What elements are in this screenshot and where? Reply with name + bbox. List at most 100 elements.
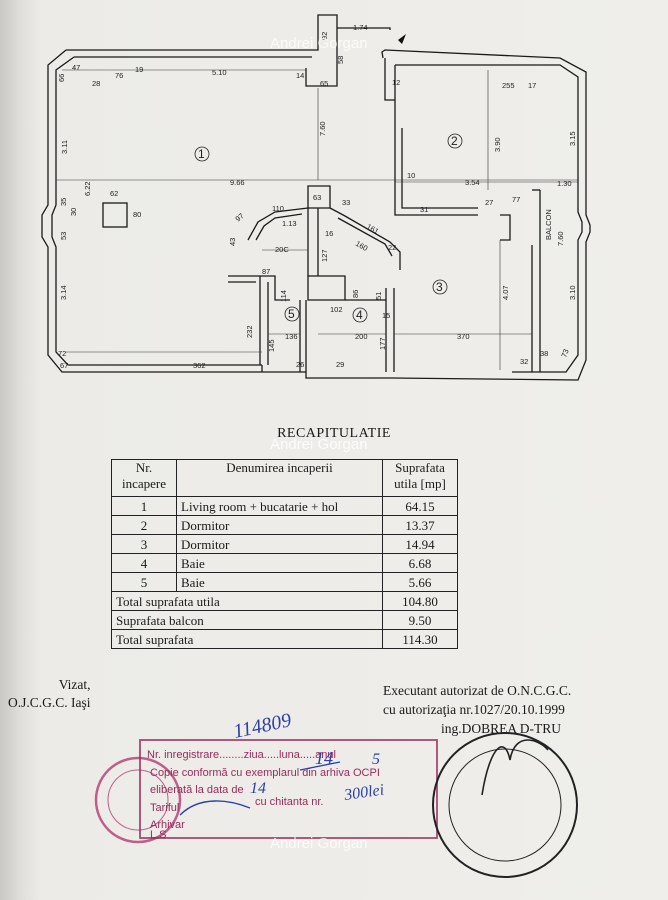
registration-stamp: Nr. inregistrare........ziua.....luna...… — [139, 709, 438, 841]
dim-label: 255 — [502, 81, 515, 90]
dim-label: 127 — [320, 249, 329, 262]
table-row: 1 Living room + bucatarie + hol 64.15 — [111, 496, 458, 516]
table-header-row: Nr. incapere Denumirea incaperii Suprafa… — [111, 459, 458, 497]
dim-label: 14 — [296, 71, 304, 80]
round-seal-right — [432, 732, 578, 878]
plan-labels: 1 2 3 4 5 BALCON — [194, 34, 553, 323]
dim-label: 65 — [320, 79, 328, 88]
total-row: Total suprafata utila 104.80 — [111, 591, 458, 611]
total-value: 114.30 — [382, 629, 458, 649]
balcony-label: BALCON — [544, 209, 553, 240]
dim-label: 67 — [60, 361, 68, 370]
dim-label: 12 — [392, 78, 400, 87]
dim-label: 20C — [275, 245, 289, 254]
total-label: Total suprafata — [111, 629, 383, 649]
dim-label: 3.54 — [465, 178, 480, 187]
executant-block: Executant autorizat de O.N.C.G.C. cu aut… — [383, 681, 571, 738]
authorization-line: cu autorizaţia nr.1027/20.10.1999 — [383, 702, 565, 717]
dim-label: 362 — [193, 361, 206, 370]
stamp-line: Copie conformă cu exemplarul din arhiva … — [150, 767, 380, 779]
dim-label: 3.90 — [493, 137, 502, 152]
chimney-block — [102, 202, 128, 228]
dim-label: 51 — [374, 292, 383, 300]
vizat-office: O.J.C.G.C. Iaşi — [8, 695, 91, 710]
handwritten-amount: 300lei — [342, 782, 385, 805]
round-seal-left — [94, 756, 182, 844]
total-label: Total suprafata utila — [111, 591, 383, 611]
dim-label: 114 — [279, 290, 288, 302]
table-row: 4 Baie 6.68 — [111, 553, 458, 573]
dim-label: 9.66 — [230, 178, 245, 187]
dim-label: 232 — [245, 325, 254, 338]
dim-label: 3.14 — [59, 285, 68, 300]
dim-label: 102 — [330, 305, 343, 314]
dimension-lines — [56, 69, 578, 370]
dim-label: 80 — [133, 210, 141, 219]
floor-plan: 1 2 3 4 5 BALCON 1.74 92 58 65 14 5.10 1… — [41, 14, 591, 381]
dim-label: 87 — [262, 267, 270, 276]
dim-label: 145 — [267, 339, 276, 352]
room-number-1: 1 — [198, 147, 205, 161]
col-header-name: Denumirea incaperii — [176, 459, 383, 497]
dim-label: 7.60 — [318, 121, 327, 136]
dim-label: 110 — [272, 204, 284, 213]
handwritten-day: 14 — [315, 748, 333, 768]
dim-label: 22 — [388, 243, 396, 252]
room-number-5: 5 — [288, 307, 295, 321]
room-number-3: 3 — [436, 280, 443, 294]
dim-label: 177 — [378, 337, 387, 350]
watermark: Andrei Gorgan — [270, 835, 368, 852]
engineer-name: ing.DOBREA D-TRU — [441, 721, 562, 736]
dim-label: 15 — [382, 311, 390, 320]
vizat-block: Vizat, O.J.C.G.C. Iaşi — [8, 676, 91, 712]
dim-label: 28 — [92, 79, 100, 88]
dim-label: 1.30 — [557, 179, 572, 188]
dim-label: 32 — [520, 357, 528, 366]
dim-label: 10 — [407, 171, 415, 180]
dim-label: 53 — [59, 232, 68, 240]
pen-strokes — [179, 761, 341, 816]
stamp-line: Tariful — [150, 802, 179, 814]
total-row: Total suprafata 114.30 — [111, 629, 458, 649]
dim-label: 92 — [320, 32, 329, 40]
watermark: Andrei Gorgan — [270, 436, 368, 453]
dim-label: 38 — [540, 349, 548, 358]
dim-label: 17 — [528, 81, 536, 90]
dim-label: 19 — [135, 65, 143, 74]
dim-label: 86 — [351, 290, 360, 298]
total-value: 104.80 — [382, 591, 458, 611]
dim-label: 3.11 — [60, 140, 69, 154]
stamp-line: Nr. inregistrare........ziua.....luna...… — [147, 749, 336, 761]
dim-label: 16 — [325, 229, 333, 238]
dim-label: 73 — [559, 348, 570, 359]
dim-label: 62 — [110, 189, 118, 198]
dim-label: 29 — [336, 360, 344, 369]
row-area: 6.68 — [382, 553, 458, 573]
dim-label: 26 — [296, 360, 304, 369]
dim-label: 7.60 — [556, 231, 565, 246]
stamp-ls: L.S — [150, 829, 167, 841]
executant-line: Executant autorizat de O.N.C.G.C. — [383, 683, 572, 698]
dim-label: 35 — [59, 198, 68, 206]
dim-label: 72 — [58, 349, 66, 358]
dim-label: 5.10 — [212, 68, 227, 77]
dim-label: 3.10 — [568, 285, 577, 300]
stamp-line: eliberată la data de — [150, 784, 244, 796]
recap-title: RECAPITULATIE — [277, 426, 391, 441]
stamp-line: cu chitanta nr. — [255, 796, 324, 808]
vizat-line: Vizat, — [58, 677, 91, 692]
dim-label: 1.74 — [353, 23, 368, 32]
stamp-line: Arhivar — [150, 819, 185, 831]
dim-label: 47 — [72, 63, 80, 72]
row-name: Living room + bucatarie + hol — [176, 496, 383, 516]
dim-label: 76 — [115, 71, 123, 80]
north-arrow-icon — [398, 34, 406, 44]
room-number-2: 2 — [451, 134, 458, 148]
dim-label: 33 — [342, 198, 350, 207]
dim-label: 66 — [57, 74, 66, 82]
dim-label: 58 — [336, 56, 345, 64]
dim-label: 4.07 — [501, 285, 510, 300]
dim-label: 200 — [355, 332, 368, 341]
